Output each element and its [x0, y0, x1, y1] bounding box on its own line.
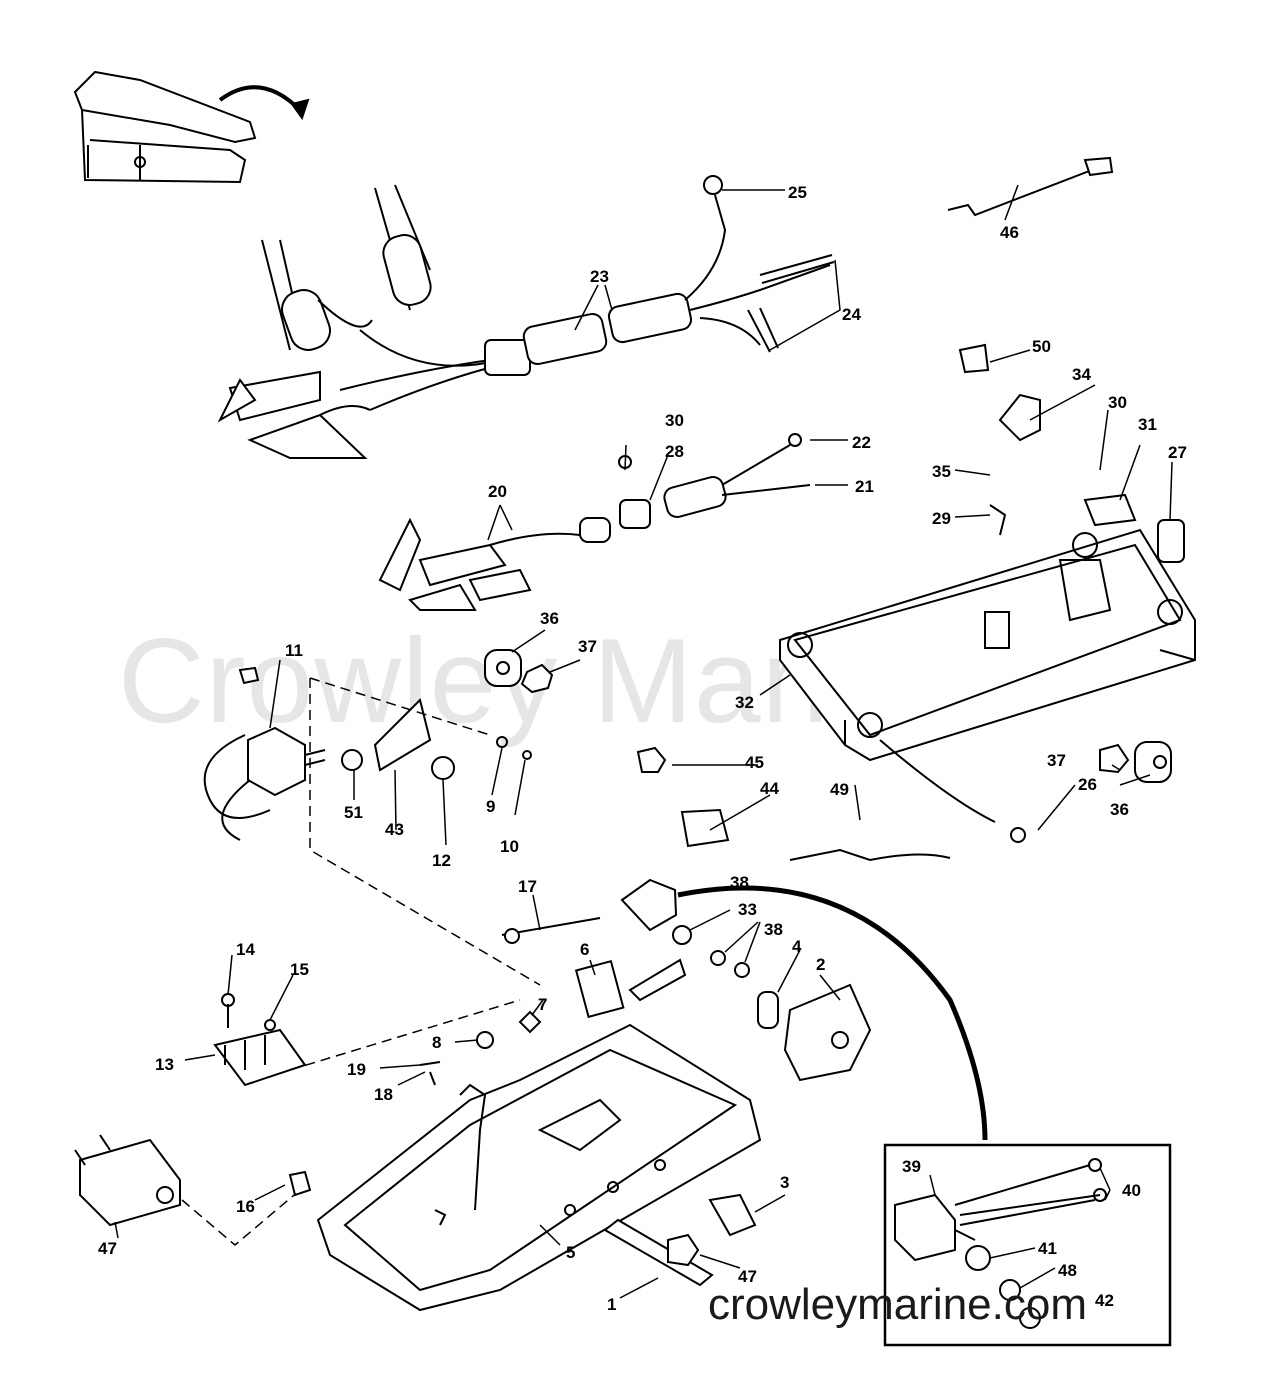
callout-8: 8 [432, 1033, 441, 1052]
inset-panel [883, 1143, 1172, 1347]
callout-47b: 47 [738, 1267, 757, 1286]
callout-6: 6 [580, 940, 589, 959]
callout-13: 13 [155, 1055, 174, 1074]
callout-30b: 30 [665, 411, 684, 430]
callout-27: 27 [1168, 443, 1187, 462]
top-case-32 [779, 343, 1196, 823]
callout-labels: 25 23 24 46 50 34 30 31 27 35 29 30 28 2… [98, 183, 1187, 1314]
callout-48: 48 [1058, 1261, 1077, 1280]
callout-20: 20 [488, 482, 507, 501]
callout-7: 7 [538, 995, 547, 1014]
callout-37a: 37 [578, 637, 597, 656]
callout-24: 24 [842, 305, 861, 324]
callout-41: 41 [1038, 1239, 1057, 1258]
callout-17: 17 [518, 877, 537, 896]
callout-26: 26 [1078, 775, 1097, 794]
foot-pedal [73, 70, 310, 184]
terminal-block-13 [213, 993, 521, 1087]
callout-47a: 47 [98, 1239, 117, 1258]
callout-28: 28 [665, 442, 684, 461]
cable-assembly-23 [217, 175, 835, 459]
callout-12: 12 [432, 851, 451, 870]
callout-38a: 38 [730, 873, 749, 892]
bottom-case-5 [316, 1023, 762, 1312]
callout-1: 1 [607, 1295, 616, 1314]
callout-45: 45 [745, 753, 764, 772]
callout-32: 32 [735, 693, 754, 712]
callout-29: 29 [932, 509, 951, 528]
hardware-mid [484, 649, 1172, 862]
callout-23: 23 [590, 267, 609, 286]
callout-30a: 30 [1108, 393, 1127, 412]
callout-46: 46 [1000, 223, 1019, 242]
callout-37b: 37 [1047, 751, 1066, 770]
callout-5: 5 [566, 1243, 575, 1262]
site-watermark: crowleymarine.com [708, 1280, 1087, 1329]
callout-38b: 38 [764, 920, 783, 939]
hardware-lower [419, 878, 988, 1141]
callout-4: 4 [792, 937, 802, 956]
callout-35: 35 [932, 462, 951, 481]
callout-22: 22 [852, 433, 871, 452]
callout-9: 9 [486, 797, 495, 816]
callout-34: 34 [1072, 365, 1091, 384]
callout-43: 43 [385, 820, 404, 839]
callout-31: 31 [1138, 415, 1157, 434]
callout-44: 44 [760, 779, 779, 798]
callout-36a: 36 [540, 609, 559, 628]
callout-15: 15 [290, 960, 309, 979]
lead-46 [947, 156, 1114, 217]
callout-21: 21 [855, 477, 874, 496]
callout-51: 51 [344, 803, 363, 822]
callout-36b: 36 [1110, 800, 1129, 819]
callout-14: 14 [236, 940, 255, 959]
leader-lines [114, 184, 1173, 1299]
switch-11 [203, 666, 541, 986]
callout-16: 16 [236, 1197, 255, 1216]
circuit-breaker-47 [74, 1134, 757, 1267]
callout-10: 10 [500, 837, 519, 856]
callout-19: 19 [347, 1060, 366, 1079]
callout-42: 42 [1095, 1291, 1114, 1310]
callout-3: 3 [780, 1173, 789, 1192]
callout-50: 50 [1032, 337, 1051, 356]
cable-assembly-20 [378, 433, 811, 611]
callout-49: 49 [830, 780, 849, 799]
callout-18: 18 [374, 1085, 393, 1104]
callout-25: 25 [788, 183, 807, 202]
callout-11: 11 [285, 641, 303, 660]
callout-39: 39 [902, 1157, 921, 1176]
callout-40: 40 [1122, 1181, 1141, 1200]
callout-33: 33 [738, 900, 757, 919]
callout-2: 2 [816, 955, 825, 974]
